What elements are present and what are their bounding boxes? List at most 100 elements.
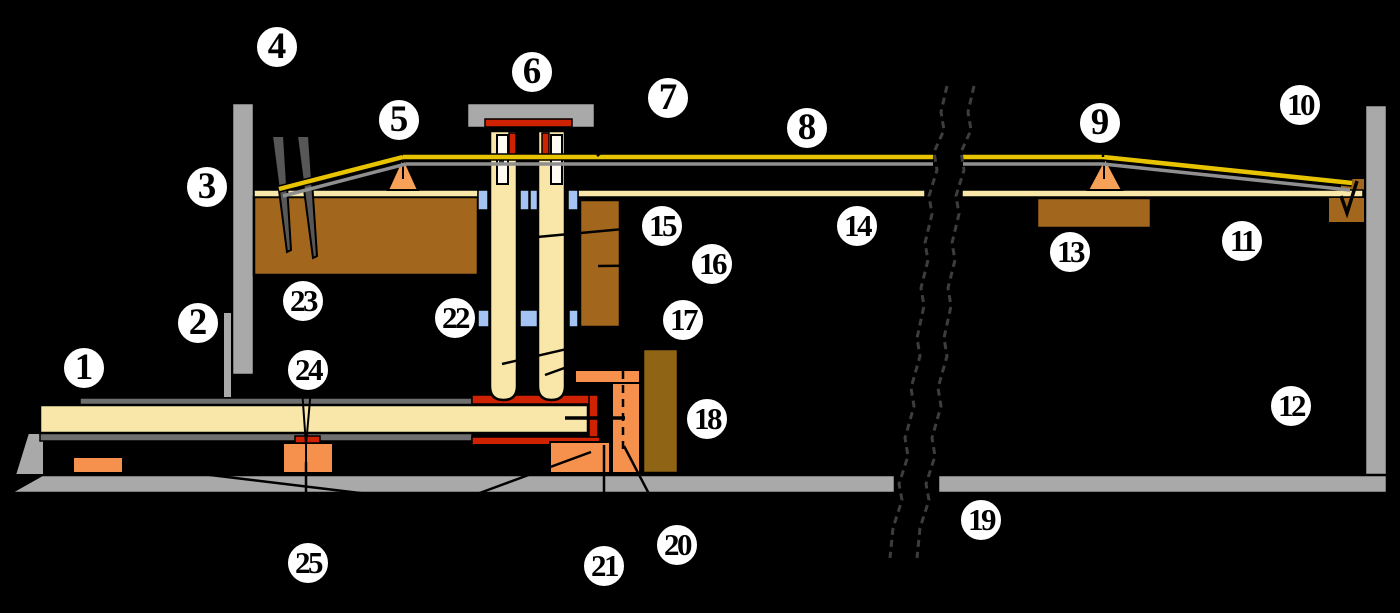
hitch-pin-hook-icon: [1339, 180, 1359, 219]
right-case-wall: [1363, 103, 1389, 495]
part-label-13: 13: [1047, 229, 1093, 275]
part-label-number: 21: [591, 547, 620, 583]
belly-rail: [578, 198, 622, 329]
part-label-22: 22: [432, 295, 478, 341]
part-label-12: 12: [1268, 383, 1314, 429]
break-lines-icon: [888, 85, 976, 559]
leader-17b: [544, 330, 665, 377]
key-front-support: [13, 432, 45, 476]
string-near-yellow: [278, 154, 1353, 192]
part-label-number: 15: [649, 207, 678, 243]
strings: [278, 153, 1353, 198]
part-label-number: 19: [968, 501, 997, 537]
part-label-5: 5: [376, 97, 422, 143]
part-label-number: 10: [1287, 86, 1316, 122]
part-label-15: 15: [639, 203, 685, 249]
part-label-number: 22: [442, 299, 471, 335]
soundboard: [253, 189, 1364, 198]
balance-rail: [282, 442, 334, 474]
part-label-number: 12: [1278, 387, 1307, 423]
part-label-2: 2: [175, 300, 221, 346]
leader-front-rail: [126, 463, 369, 496]
key-end-cloth-shadow: [475, 444, 563, 448]
part-label-20: 20: [654, 522, 700, 568]
plectrum-dot: [499, 159, 504, 164]
part-label-number: 17: [670, 301, 699, 337]
jack-rail-group: [465, 101, 597, 130]
part-label-number: 11: [1229, 222, 1257, 258]
part-label-1: 1: [61, 345, 107, 391]
part-label-number: 23: [290, 282, 319, 318]
part-label-number: 4: [267, 25, 287, 67]
leader-7: [596, 111, 651, 157]
bridge-rib-block: [1035, 196, 1153, 230]
rack-top-board: [574, 369, 641, 384]
part-label-number: 6: [522, 50, 542, 92]
part-label-number: 1: [74, 346, 94, 388]
part-label-4: 4: [254, 24, 300, 70]
part-label-number: 16: [699, 245, 728, 281]
part-label-3: 3: [184, 164, 230, 210]
part-label-19: 19: [958, 497, 1004, 543]
part-label-17: 17: [660, 297, 706, 343]
key-assembly: [38, 343, 641, 474]
leader-20: [622, 445, 673, 537]
lower-guide-2: [519, 309, 539, 328]
part-label-number: 18: [694, 400, 723, 436]
part-label-number: 13: [1057, 233, 1086, 269]
tuning-pins: [270, 135, 319, 260]
bridges: [386, 154, 1124, 191]
part-label-10: 10: [1277, 82, 1323, 128]
upper-guide-2: [519, 189, 530, 211]
part-label-number: 20: [664, 526, 693, 562]
rack-lower-block: [549, 441, 611, 474]
part-label-number: 5: [389, 98, 409, 140]
rack-column: [611, 382, 641, 474]
part-label-23: 23: [280, 278, 326, 324]
leader-16: [597, 263, 692, 268]
rack-back-board: [641, 347, 680, 475]
part-label-number: 14: [844, 207, 873, 243]
lower-guide-3: [568, 309, 579, 328]
part-label-number: 24: [295, 351, 324, 387]
part-label-number: 8: [797, 106, 817, 148]
soundboard-segment-middle: [577, 189, 926, 198]
jack-rail-felt: [484, 118, 573, 128]
leader-lines: [126, 111, 1105, 543]
part-label-14: 14: [834, 203, 880, 249]
front-rail-block: [72, 456, 124, 474]
leader-15: [536, 225, 647, 239]
balance-pin: [301, 388, 312, 468]
part-label-number: 3: [197, 165, 217, 207]
upper-guide-4: [567, 189, 579, 211]
front-batten: [222, 311, 233, 399]
break-line-left: [888, 85, 949, 559]
part-label-number: 7: [658, 76, 678, 118]
left-case-post: [230, 101, 256, 377]
key-lever: [38, 403, 590, 435]
tuning-pin-2: [295, 135, 319, 260]
part-label-number: 9: [1090, 101, 1110, 143]
jack-back: [536, 129, 567, 402]
part-label-16: 16: [689, 241, 735, 287]
part-label-9: 9: [1077, 100, 1123, 146]
leader-17a: [501, 325, 663, 366]
wrest-plank: [252, 195, 480, 277]
string-far-gray: [282, 162, 1351, 198]
part-label-18: 18: [684, 396, 730, 442]
part-label-21: 21: [581, 543, 627, 589]
bottom-board-left: [5, 473, 897, 495]
part-label-number: 2: [188, 301, 208, 343]
part-label-6: 6: [509, 49, 555, 95]
part-label-8: 8: [784, 105, 830, 151]
key-end-guide-slot: [600, 403, 609, 432]
upper-guide-1: [477, 189, 489, 211]
leader-rack-block: [476, 450, 592, 496]
jack-guides: [477, 189, 579, 328]
lower-guide-1: [477, 309, 490, 328]
jacks: [488, 129, 567, 402]
wood-blocks: [252, 177, 1366, 475]
jack-front: [488, 129, 519, 402]
